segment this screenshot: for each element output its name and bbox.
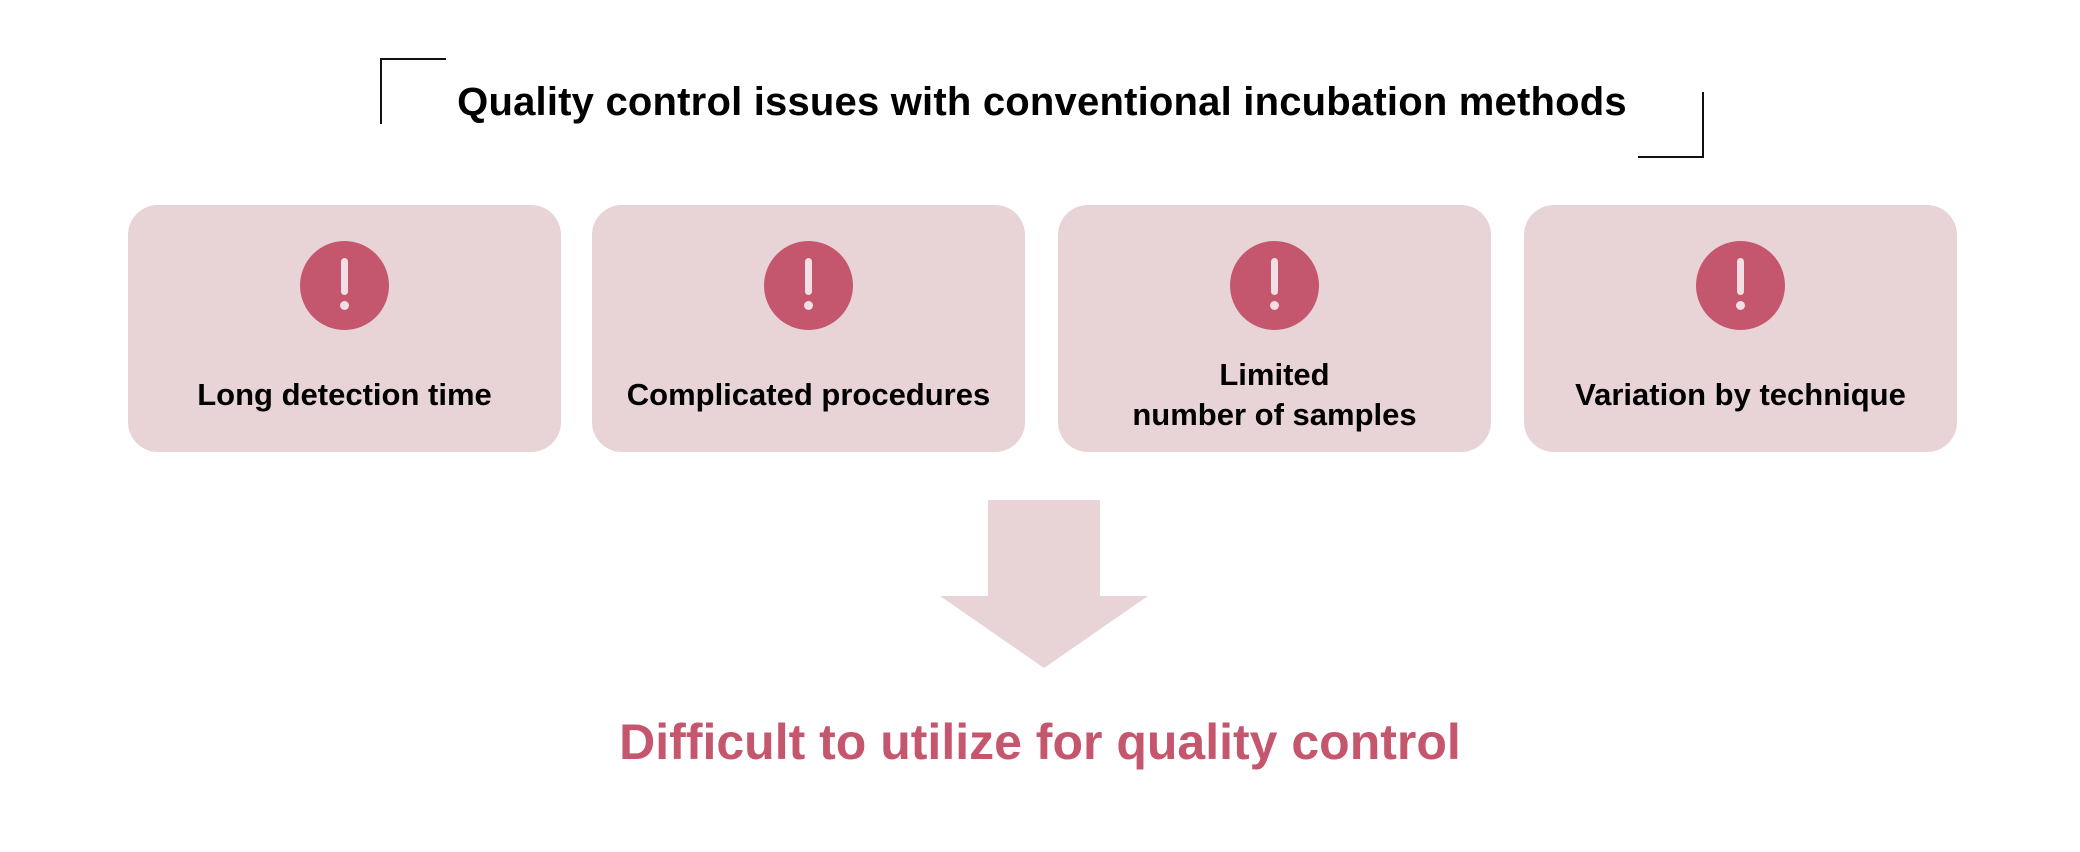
exclamation-icon xyxy=(764,241,853,330)
down-arrow-icon xyxy=(940,500,1148,668)
exclamation-icon xyxy=(300,241,389,330)
issue-label: Complicated procedures xyxy=(626,377,991,412)
issue-label: Variation by technique xyxy=(1575,377,1906,412)
issue-card-1: Long detection time xyxy=(128,205,561,452)
issue-card-3: Limited number of samples xyxy=(1058,205,1491,452)
exclamation-icon xyxy=(1230,241,1319,330)
corner-bracket-bottom-right xyxy=(1638,92,1704,158)
exclamation-icon xyxy=(1696,241,1785,330)
issue-card-2: Complicated procedures xyxy=(592,205,1025,452)
title-frame: Quality control issues with conventional… xyxy=(380,58,1704,158)
issue-label: Long detection time xyxy=(197,377,492,412)
corner-bracket-top-left xyxy=(380,58,446,124)
conclusion-text: Difficult to utilize for quality control xyxy=(619,714,1461,770)
issue-card-4: Variation by technique xyxy=(1524,205,1957,452)
issue-label: Limited number of samples xyxy=(1132,357,1417,432)
issue-cards: Long detection time Complicated procedur… xyxy=(128,205,1957,452)
diagram-title: Quality control issues with conventional… xyxy=(457,80,1627,124)
